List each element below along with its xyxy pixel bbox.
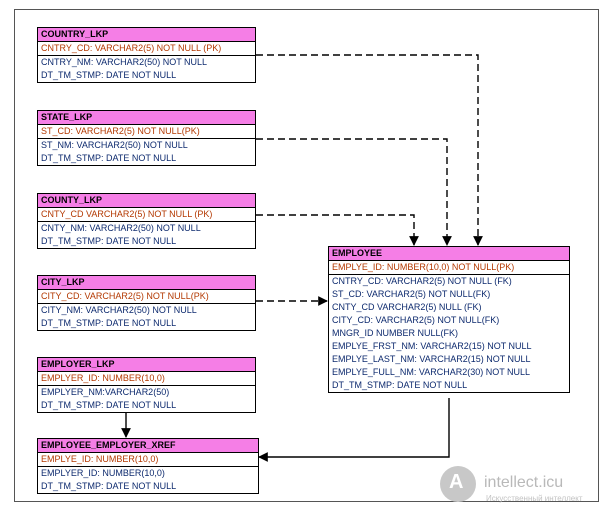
entity-attribute: DT_TM_STMP: DATE NOT NULL xyxy=(41,70,177,80)
entity-title: EMPLOYEE xyxy=(329,247,569,261)
entity-title: EMPLOYER_LKP xyxy=(38,358,255,372)
entity-attribute: MNGR_ID NUMBER NULL(FK) xyxy=(332,328,459,338)
rel-country-employee xyxy=(256,54,483,246)
entity-attribute: CNTRY_CD: VARCHAR2(5) NOT NULL (FK) xyxy=(332,276,512,286)
entity-attribute: CITY_CD: VARCHAR2(5) NOT NULL(FK) xyxy=(332,315,500,325)
watermark-logo-letter: A xyxy=(449,471,464,493)
entity-attribute: DT_TM_STMP: DATE NOT NULL xyxy=(332,380,468,390)
watermark-text: intellect.icu xyxy=(484,474,564,491)
entity-title: EMPLOYEE_EMPLOYER_XREF xyxy=(38,439,258,453)
entity-attribute: ST_NM: VARCHAR2(50) NOT NULL xyxy=(41,140,188,150)
rel-county-employee xyxy=(256,214,419,246)
entity-city-lkp[interactable]: CITY_LKP CITY_CD: VARCHAR2(5) NOT NULL(P… xyxy=(37,275,256,331)
diagram-frame xyxy=(14,9,599,502)
entity-primary-key: EMPLYE_ID: NUMBER(10,0) NOT NULL(PK) xyxy=(329,261,569,275)
entity-state-lkp[interactable]: STATE_LKP ST_CD: VARCHAR2(5) NOT NULL(PK… xyxy=(37,110,256,166)
entity-primary-key: EMPLYE_ID: NUMBER(10,0) xyxy=(38,453,258,467)
entity-attribute: CNTRY_NM: VARCHAR2(50) NOT NULL xyxy=(41,57,208,67)
entity-primary-key: CNTY_CD VARCHAR2(5) NOT NULL (PK) xyxy=(38,208,255,222)
entity-attribute: DT_TM_STMP: DATE NOT NULL xyxy=(41,236,177,246)
entity-title: COUNTY_LKP xyxy=(38,194,255,208)
entity-title: STATE_LKP xyxy=(38,111,255,125)
entity-title: COUNTRY_LKP xyxy=(38,28,255,42)
entity-attribute: CNTY_CD VARCHAR2(5) NULL (FK) xyxy=(332,302,482,312)
watermark: A intellect.icu Искусственный интеллект xyxy=(440,466,605,506)
entity-attribute: EMPLYE_FULL_NM: VARCHAR2(30) NOT NULL xyxy=(332,367,531,377)
entity-attribute: DT_TM_STMP: DATE NOT NULL xyxy=(41,400,177,410)
entity-attribute: DT_TM_STMP: DATE NOT NULL xyxy=(41,481,177,491)
entity-employee[interactable]: EMPLOYEE EMPLYE_ID: NUMBER(10,0) NOT NUL… xyxy=(328,246,570,393)
entity-attribute: EMPLYE_FRST_NM: VARCHAR2(15) NOT NULL xyxy=(332,341,532,351)
entity-primary-key: EMPLYER_ID: NUMBER(10,0) xyxy=(38,372,255,386)
entity-attribute: EMPLYE_LAST_NM: VARCHAR2(15) NOT NULL xyxy=(332,354,531,364)
rel-employee-xref xyxy=(258,398,450,462)
watermark-logo-icon: A xyxy=(440,466,476,502)
watermark-subtitle: Искусственный интеллект xyxy=(486,494,583,503)
entity-country-lkp[interactable]: COUNTRY_LKP CNTRY_CD: VARCHAR2(5) NOT NU… xyxy=(37,27,256,83)
rel-state-employee xyxy=(256,138,452,246)
entity-attribute: ST_CD: VARCHAR2(5) NOT NULL(FK) xyxy=(332,289,491,299)
entity-primary-key: ST_CD: VARCHAR2(5) NOT NULL(PK) xyxy=(38,125,255,139)
entity-primary-key: CNTRY_CD: VARCHAR2(5) NOT NULL (PK) xyxy=(38,42,255,56)
entity-attribute: DT_TM_STMP: DATE NOT NULL xyxy=(41,153,177,163)
entity-employer-lkp[interactable]: EMPLOYER_LKP EMPLYER_ID: NUMBER(10,0) EM… xyxy=(37,357,256,413)
entity-attribute: EMPLYER_ID: NUMBER(10,0) xyxy=(41,468,165,478)
entity-primary-key: CITY_CD: VARCHAR2(5) NOT NULL(PK) xyxy=(38,290,255,304)
entity-attribute: DT_TM_STMP: DATE NOT NULL xyxy=(41,318,177,328)
entity-title: CITY_LKP xyxy=(38,276,255,290)
entity-attribute: CITY_NM: VARCHAR2(50) NOT NULL xyxy=(41,305,197,315)
entity-county-lkp[interactable]: COUNTY_LKP CNTY_CD VARCHAR2(5) NOT NULL … xyxy=(37,193,256,249)
entity-employee-employer-xref[interactable]: EMPLOYEE_EMPLOYER_XREF EMPLYE_ID: NUMBER… xyxy=(37,438,259,494)
entity-attribute: CNTY_NM: VARCHAR2(50) NOT NULL xyxy=(41,223,201,233)
entity-attribute: EMPLYER_NM:VARCHAR2(50) xyxy=(41,387,170,397)
